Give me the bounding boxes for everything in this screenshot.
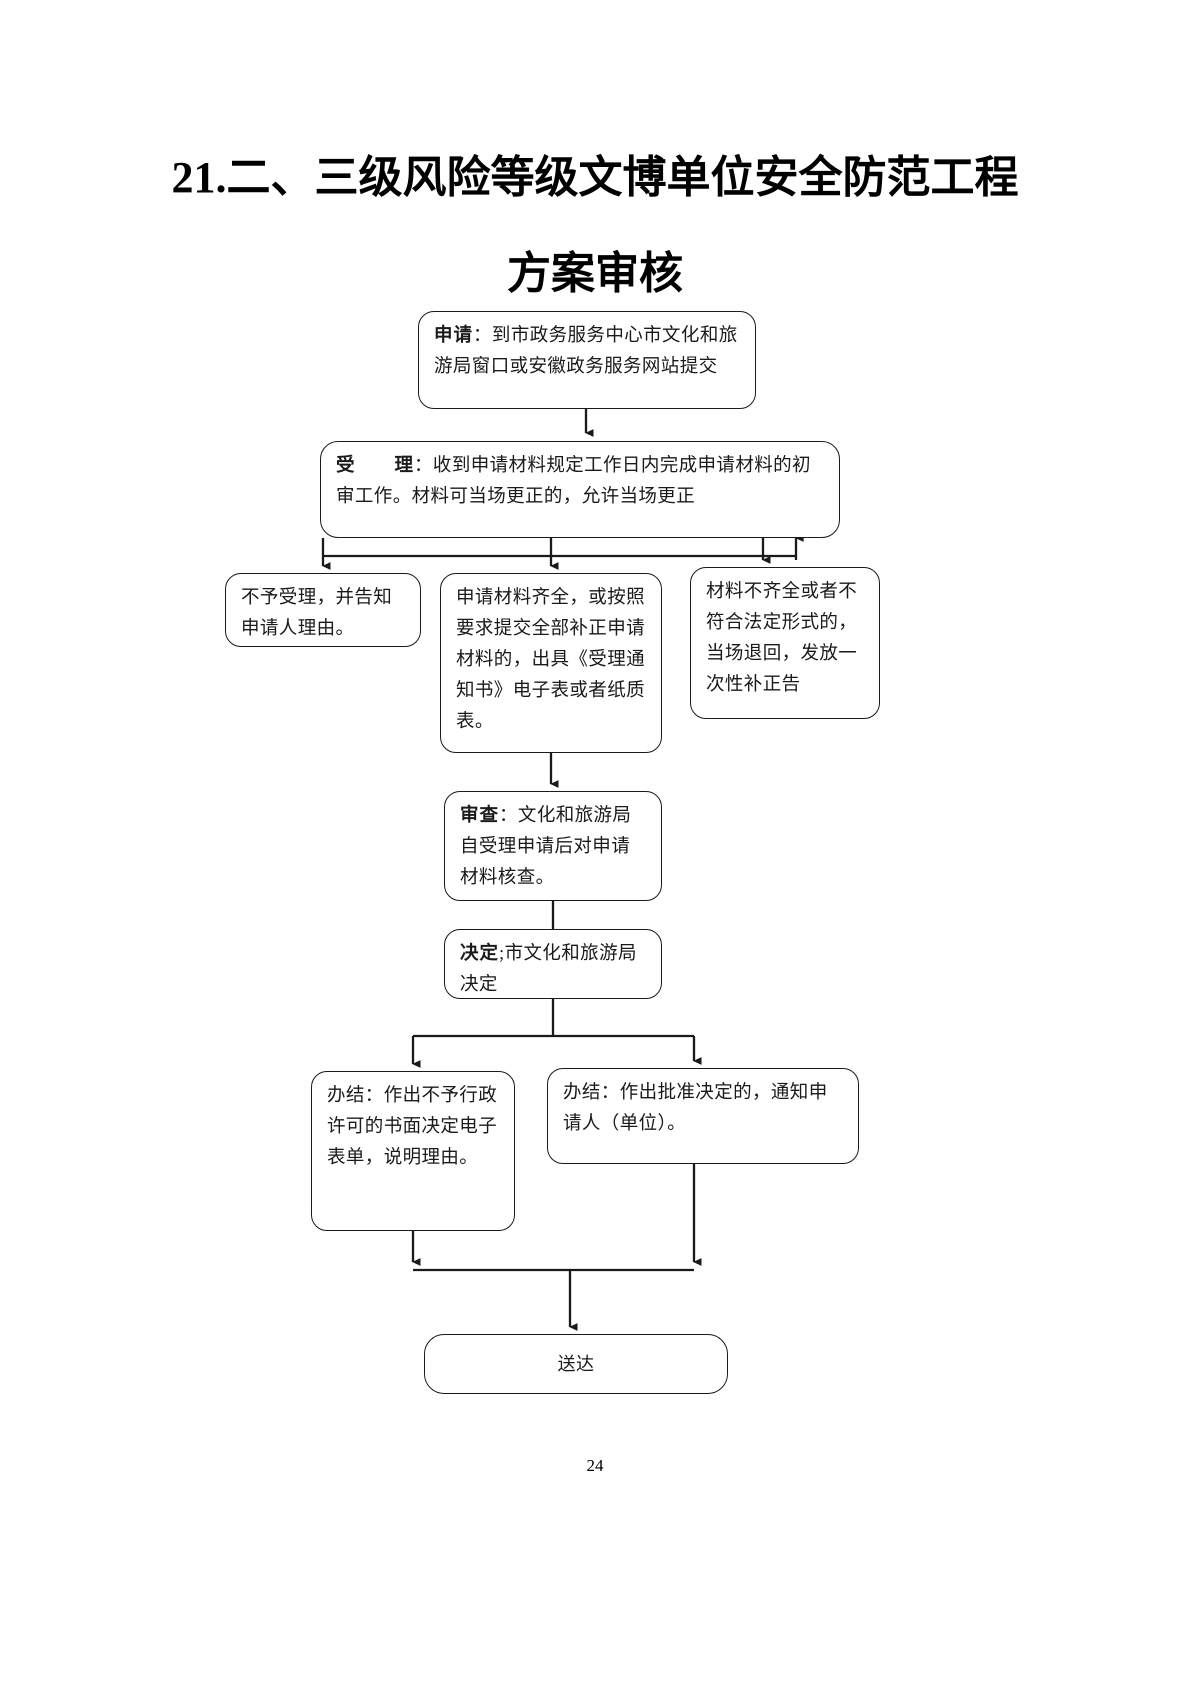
flow-node-apply-label: 申请 (434, 326, 474, 346)
title-line-2: 方案审核 (507, 249, 683, 298)
flow-node-decision-label: 决定 (460, 944, 500, 964)
flow-node-deliver: 送达 (424, 1334, 728, 1394)
flow-node-review: 审查：文化和旅游局自受理申请后对申请材料核查。 (444, 791, 662, 901)
flow-node-complete-body: 申请材料齐全，或按照要求提交全部补正申请材料的，出具《受理通知书》电子表或者纸质… (456, 588, 646, 732)
flow-node-review-label: 审查 (460, 806, 500, 826)
flow-node-accept-separator: ： (414, 456, 433, 476)
flow-node-apply-body: 到市政务服务中心市文化和旅游局窗口或安徽政务服务网站提交 (434, 326, 738, 377)
page-number: 24 (586, 1456, 604, 1475)
flow-node-apply: 申请：到市政务服务中心市文化和旅游局窗口或安徽政务服务网站提交 (418, 311, 756, 409)
flow-node-accept: 受 理：收到申请材料规定工作日内完成申请材料的初审工作。材料可当场更正的，允许当… (320, 441, 840, 538)
flow-node-accept-body: 收到申请材料规定工作日内完成申请材料的初审工作。材料可当场更正的，允许当场更正 (336, 456, 811, 507)
flow-node-review-body: 文化和旅游局自受理申请后对申请材料核查。 (460, 806, 632, 888)
flow-node-apply-separator: ： (473, 326, 492, 346)
flow-node-decision-separator: ; (499, 944, 505, 964)
flow-node-review-separator: ： (499, 806, 518, 826)
flow-node-approve-body: 办结：作出批准决定的，通知申请人（单位）。 (563, 1083, 828, 1134)
flow-node-deny: 办结：作出不予行政许可的书面决定电子表单，说明理由。 (311, 1071, 515, 1231)
flow-node-approve: 办结：作出批准决定的，通知申请人（单位）。 (547, 1068, 859, 1164)
title-line-1: 21.二、三级风险等级文博单位安全防范工程 (171, 153, 1019, 202)
flow-node-decision-body: 市文化和旅游局决定 (460, 944, 637, 995)
flow-node-accept-label: 受 理 (336, 456, 415, 476)
flow-node-decision: 决定;市文化和旅游局决定 (444, 929, 662, 999)
flow-node-complete: 申请材料齐全，或按照要求提交全部补正申请材料的，出具《受理通知书》电子表或者纸质… (440, 573, 662, 753)
flow-node-incomplete: 材料不齐全或者不符合法定形式的，当场退回，发放一次性补正告 (690, 567, 880, 719)
page-title: 21.二、三级风险等级文博单位安全防范工程 方案审核 (0, 132, 1190, 320)
flow-node-reject: 不予受理，并告知申请人理由。 (225, 573, 421, 647)
flow-node-incomplete-body: 材料不齐全或者不符合法定形式的，当场退回，发放一次性补正告 (706, 582, 858, 695)
flow-node-deliver-body: 送达 (557, 1353, 595, 1374)
flow-node-deny-body: 办结：作出不予行政许可的书面决定电子表单，说明理由。 (327, 1086, 498, 1168)
flow-node-reject-body: 不予受理，并告知申请人理由。 (241, 588, 393, 639)
